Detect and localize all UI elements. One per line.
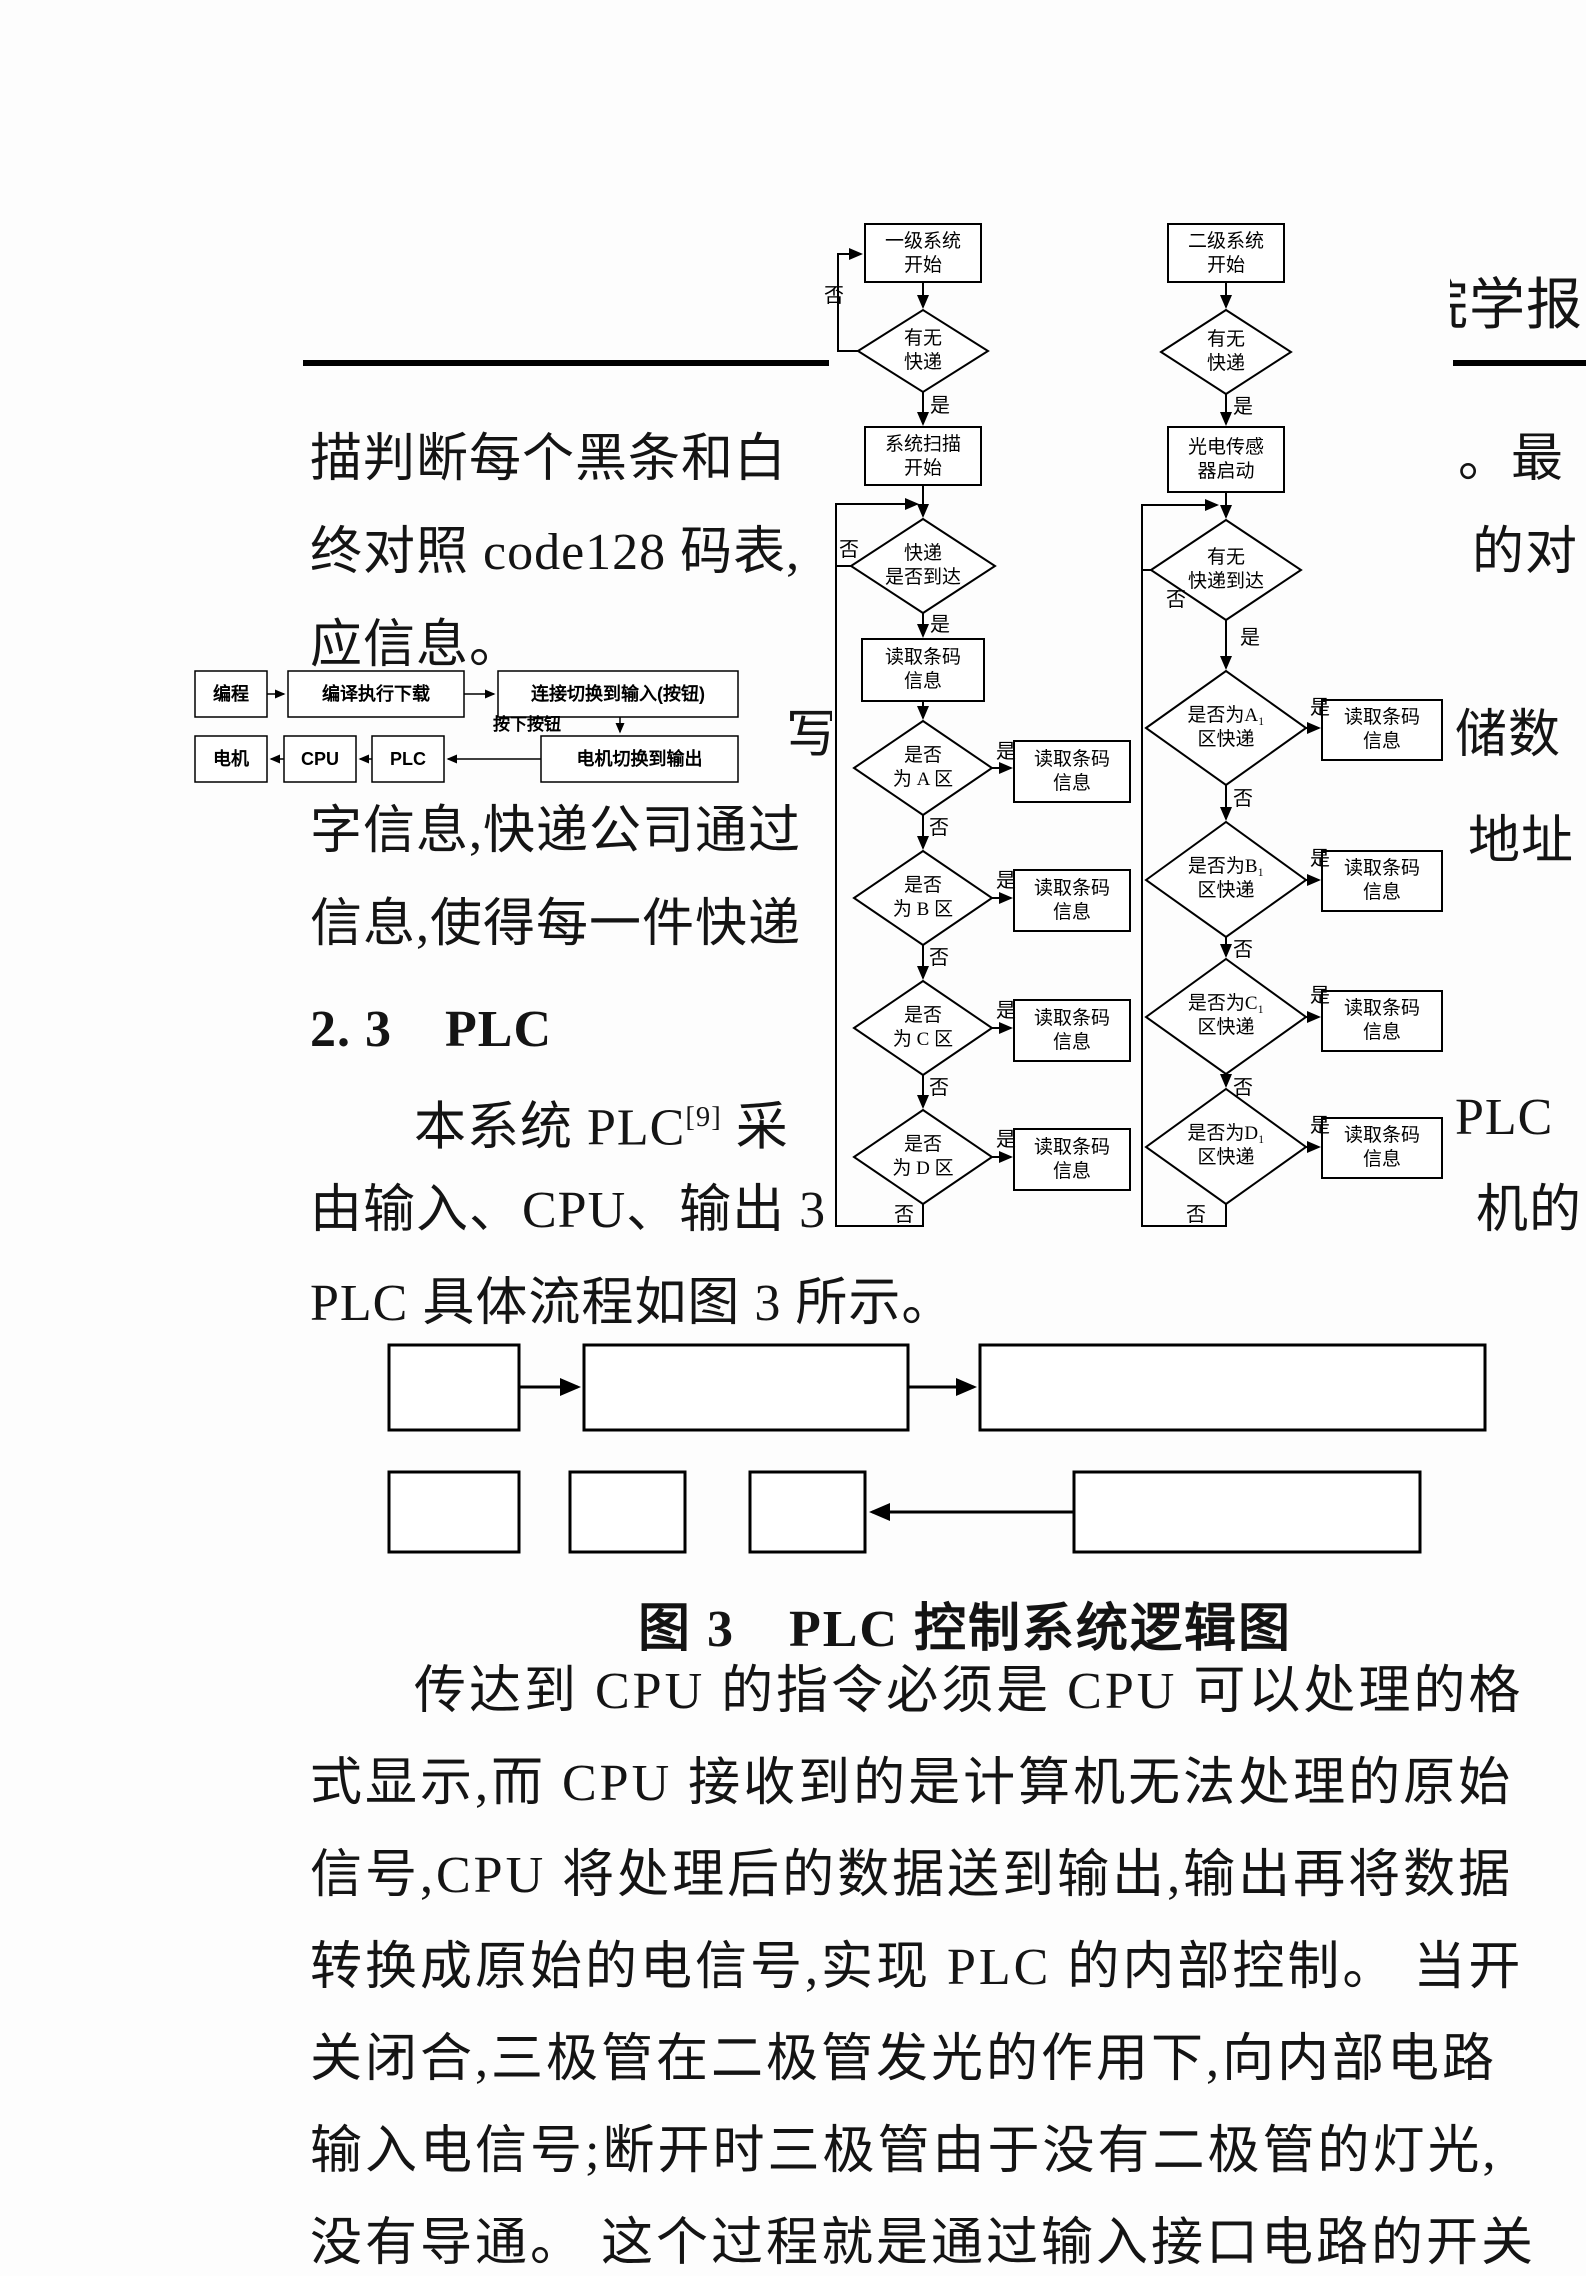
no-label: 否: [1233, 939, 1253, 961]
plc-node-motor: 电机: [213, 748, 249, 769]
no-label: 否: [1233, 788, 1253, 810]
yes-label: 是: [996, 1129, 1016, 1151]
text-line-1-left: 描判断每个黑条和白: [310, 431, 788, 488]
node-read-c1: 读取条码 信息: [1343, 998, 1420, 1043]
node-is-zone-a: 是否 为 A 区: [892, 745, 954, 790]
yes-label: 是: [996, 870, 1016, 892]
journal-header-fragment: 院学报: [1412, 275, 1583, 337]
node-read-a: 读取条码 信息: [1033, 748, 1110, 794]
plc-node-connect: 连接切换到输入(按钮): [531, 683, 705, 704]
figure3-connectors: [519, 1378, 1074, 1521]
yes-label: 是: [1310, 985, 1330, 1007]
text-line-4-left: 写: [786, 707, 840, 764]
header-rule-left: [303, 360, 829, 366]
node-parcel-arrived: 快递 是否到达: [884, 543, 961, 588]
node-level1-start: 一级系统 开始: [884, 231, 961, 276]
yes-label: 是: [1310, 697, 1330, 719]
node-is-zone-c: 是否 为 C 区: [892, 1005, 954, 1050]
text-line-10: PLC 具体流程如图 3 所示。: [310, 1275, 955, 1332]
plc-node-plc: PLC: [390, 748, 426, 769]
no-label: 否: [1166, 589, 1186, 611]
node-read-d1: 读取条码 信息: [1343, 1125, 1420, 1170]
paragraph-line: 式显示,而 CPU 接收到的是计算机无法处理的原始: [310, 1755, 1514, 1812]
node-read-c: 读取条码 信息: [1033, 1007, 1110, 1053]
yes-label: 是: [1233, 396, 1253, 418]
text-line-5-left: 字信息,快递公司通过: [310, 803, 802, 860]
node-read-barcode: 读取条码 信息: [884, 647, 961, 692]
figure3-boxes: [387, 1343, 1487, 1554]
paragraph-line: 输入电信号;断开时三极管由于没有二极管的灯光,: [310, 2123, 1499, 2180]
yes-label: 是: [1310, 848, 1330, 870]
text-line-8-right: PLC: [1455, 1089, 1554, 1146]
no-label: 否: [824, 285, 844, 307]
paragraph-line: 传达到 CPU 的指令必须是 CPU 可以处理的格: [414, 1663, 1524, 1720]
node-is-zone-d1: 是否为D₁ 区快递: [1187, 1123, 1265, 1168]
yes-label: 是: [996, 1000, 1016, 1022]
plc-node-compile: 编译执行下载: [322, 683, 430, 704]
section-heading: 2. 3 PLC: [310, 1001, 553, 1058]
yes-label: 是: [996, 741, 1016, 763]
text-line-8-left: 本系统 PLC[9] 采: [414, 1086, 789, 1160]
node-is-zone-b1: 是否为B₁ 区快递: [1187, 856, 1265, 901]
text-line-2-right: 的对: [1472, 524, 1579, 581]
yes-label: 是: [1310, 1115, 1330, 1137]
node-is-zone-a1: 是否为A₁ 区快递: [1187, 705, 1265, 750]
text-line-9-left: 由输入、CPU、输出 3: [310, 1182, 827, 1239]
text-line-5-right: 地址: [1468, 813, 1575, 870]
citation-superscript: [9]: [685, 1102, 722, 1133]
header-rule-right: [1453, 360, 1586, 366]
node-is-zone-d: 是否 为 D 区: [892, 1134, 954, 1179]
node-scan-start: 系统扫描 开始: [884, 434, 961, 479]
no-label: 否: [1186, 1204, 1206, 1226]
node-photo-sensor: 光电传感 器启动: [1187, 437, 1264, 482]
text-line-8-main: 本系统 PLC: [414, 1099, 686, 1157]
node-level2-start: 二级系统 开始: [1187, 231, 1264, 276]
node-has-parcel-l: 有无 快递: [903, 328, 942, 373]
node-read-d: 读取条码 信息: [1033, 1136, 1110, 1182]
plc-node-cpu: CPU: [300, 748, 339, 769]
figure-caption: 图 3 PLC 控制系统逻辑图: [637, 1601, 1292, 1658]
paragraph-line: 没有导通。 这个过程就是通过输入接口电路的开关: [310, 2215, 1537, 2272]
no-label: 否: [894, 1204, 914, 1226]
node-read-a1: 读取条码 信息: [1343, 707, 1420, 752]
no-label: 否: [929, 947, 949, 969]
no-label: 否: [929, 1077, 949, 1099]
no-label: 否: [1233, 1077, 1253, 1099]
text-line-2-left: 终对照 code128 码表,: [310, 524, 801, 581]
plc-node-motor-out: 电机切换到输出: [576, 748, 703, 769]
text-line-8-tail: 采: [721, 1099, 789, 1157]
plc-node-program: 编程: [213, 683, 249, 704]
node-read-b1: 读取条码 信息: [1343, 858, 1420, 903]
text-line-4-right: 储数: [1455, 707, 1562, 764]
paragraph-line: 信号,CPU 将处理后的数据送到输出,输出再将数据: [310, 1847, 1514, 1904]
no-label: 否: [839, 539, 859, 561]
paragraph-line: 关闭合,三极管在二极管发光的作用下,向内部电路: [310, 2031, 1498, 2088]
node-is-zone-b: 是否 为 B 区: [892, 875, 954, 920]
yes-label: 是: [1240, 627, 1260, 649]
yes-label: 是: [930, 614, 950, 636]
node-read-b: 读取条码 信息: [1033, 877, 1110, 923]
node-is-zone-c1: 是否为C₁ 区快递: [1187, 993, 1265, 1038]
node-has-parcel-r: 有无 快递: [1206, 329, 1245, 374]
no-label: 否: [929, 817, 949, 839]
text-line-6-left: 信息,使得每一件快递: [310, 896, 802, 953]
paragraph-line: 转换成原始的电信号,实现 PLC 的内部控制。 当开: [310, 1939, 1524, 1996]
plc-press-label: 按下按钮: [493, 715, 561, 735]
yes-label: 是: [930, 395, 950, 417]
text-line-9-right: 机的: [1476, 1182, 1583, 1239]
text-line-1-right: 。最: [1458, 431, 1565, 488]
text-line-3-left: 应信息。: [310, 617, 523, 674]
